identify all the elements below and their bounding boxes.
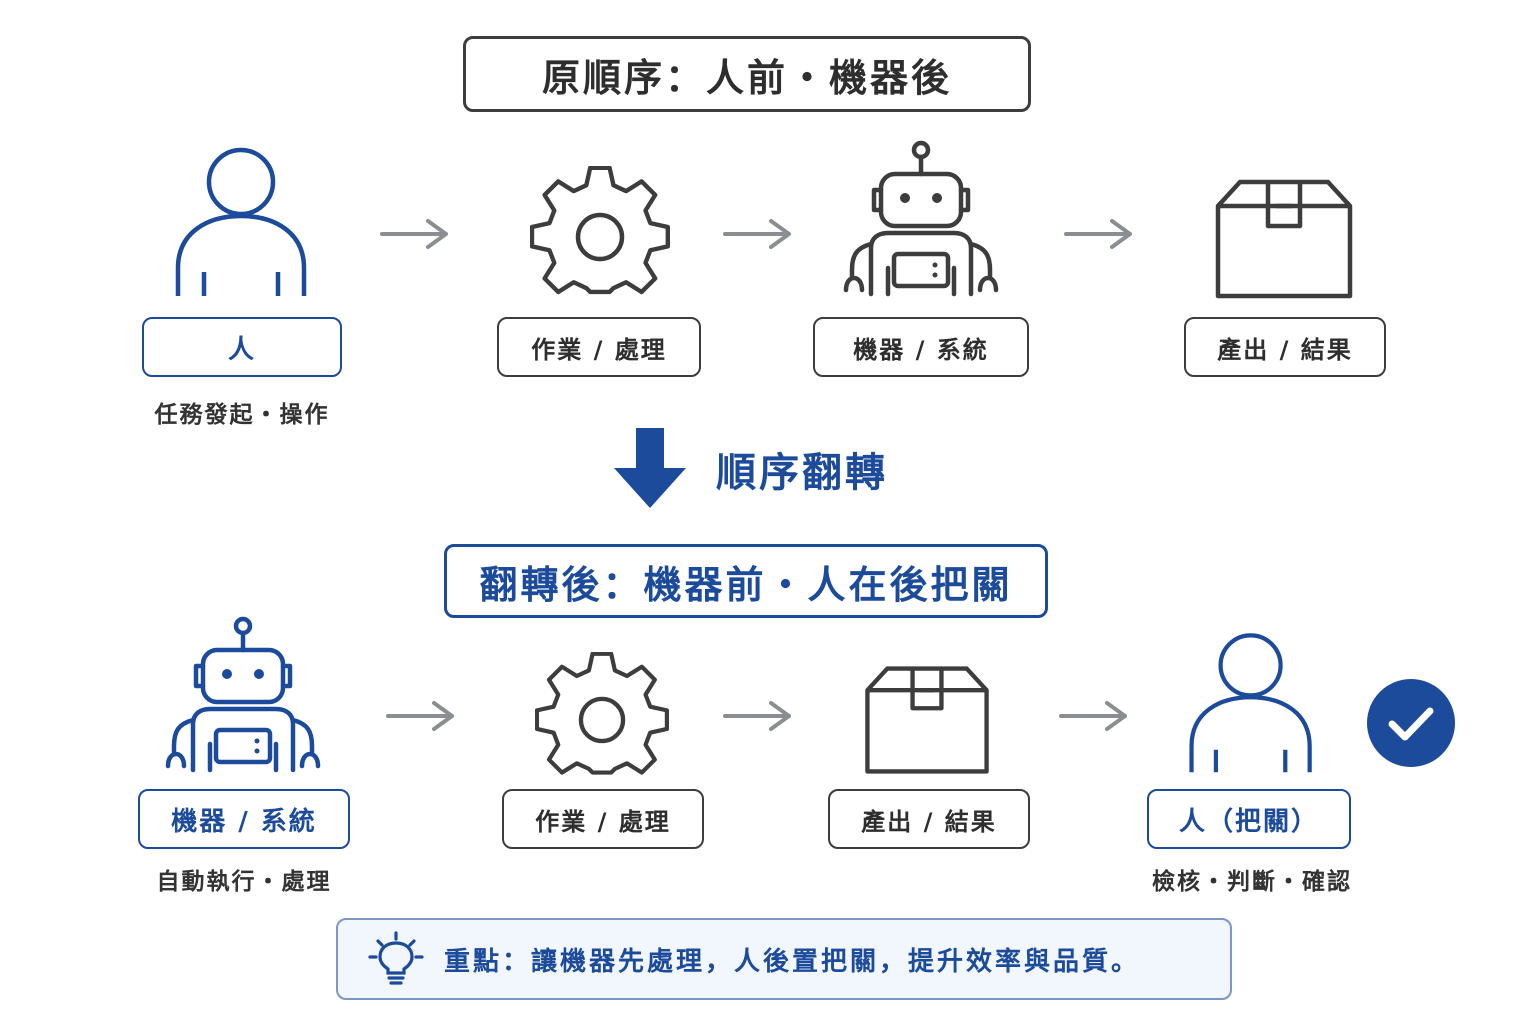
arrow-right-icon — [721, 216, 797, 252]
gear-icon — [530, 166, 670, 306]
lightbulb-icon — [368, 931, 424, 987]
flipped-step-1-label: 機器 / 系統 — [138, 789, 350, 849]
flipped-step-4-label: 人（把關） — [1147, 789, 1351, 849]
key-point-note: 重點：讓機器先處理，人後置把關，提升效率與品質。 — [336, 918, 1232, 1000]
flipped-step-3-label: 產出 / 結果 — [828, 789, 1030, 849]
arrow-right-icon — [1057, 698, 1133, 734]
arrow-down-icon — [612, 428, 688, 510]
arrow-right-icon — [1062, 216, 1138, 252]
flipped-order-title-text: 翻轉後：機器前・人在後把關 — [479, 562, 1013, 607]
person-icon — [1184, 626, 1320, 776]
flip-label: 順序翻轉 — [716, 450, 888, 496]
flipped-order-title: 翻轉後：機器前・人在後把關 — [444, 544, 1048, 618]
original-step-1-caption: 任務發起・操作 — [154, 402, 330, 428]
original-step-1-label: 人 — [142, 317, 342, 377]
arrow-right-icon — [378, 216, 454, 252]
key-point-text: 重點：讓機器先處理，人後置把關，提升效率與品質。 — [444, 946, 1141, 977]
original-step-2-label: 作業 / 處理 — [497, 317, 701, 377]
gear-icon — [535, 652, 669, 786]
original-order-title: 原順序：人前・機器後 — [463, 36, 1031, 112]
flipped-step-4-caption: 檢核・判斷・確認 — [1152, 869, 1352, 895]
robot-icon — [158, 614, 328, 774]
person-icon — [170, 140, 315, 300]
flipped-step-2-label: 作業 / 處理 — [502, 789, 704, 849]
robot-icon — [836, 138, 1006, 298]
original-step-3-label: 機器 / 系統 — [813, 317, 1029, 377]
original-step-4-label: 產出 / 結果 — [1184, 317, 1386, 377]
check-circle-icon — [1366, 678, 1456, 768]
original-order-title-text: 原順序：人前・機器後 — [541, 55, 952, 100]
box-icon — [1212, 176, 1356, 302]
arrow-right-icon — [721, 698, 797, 734]
flipped-step-1-caption: 自動執行・處理 — [156, 869, 332, 895]
box-icon — [862, 662, 992, 778]
arrow-right-icon — [384, 698, 460, 734]
